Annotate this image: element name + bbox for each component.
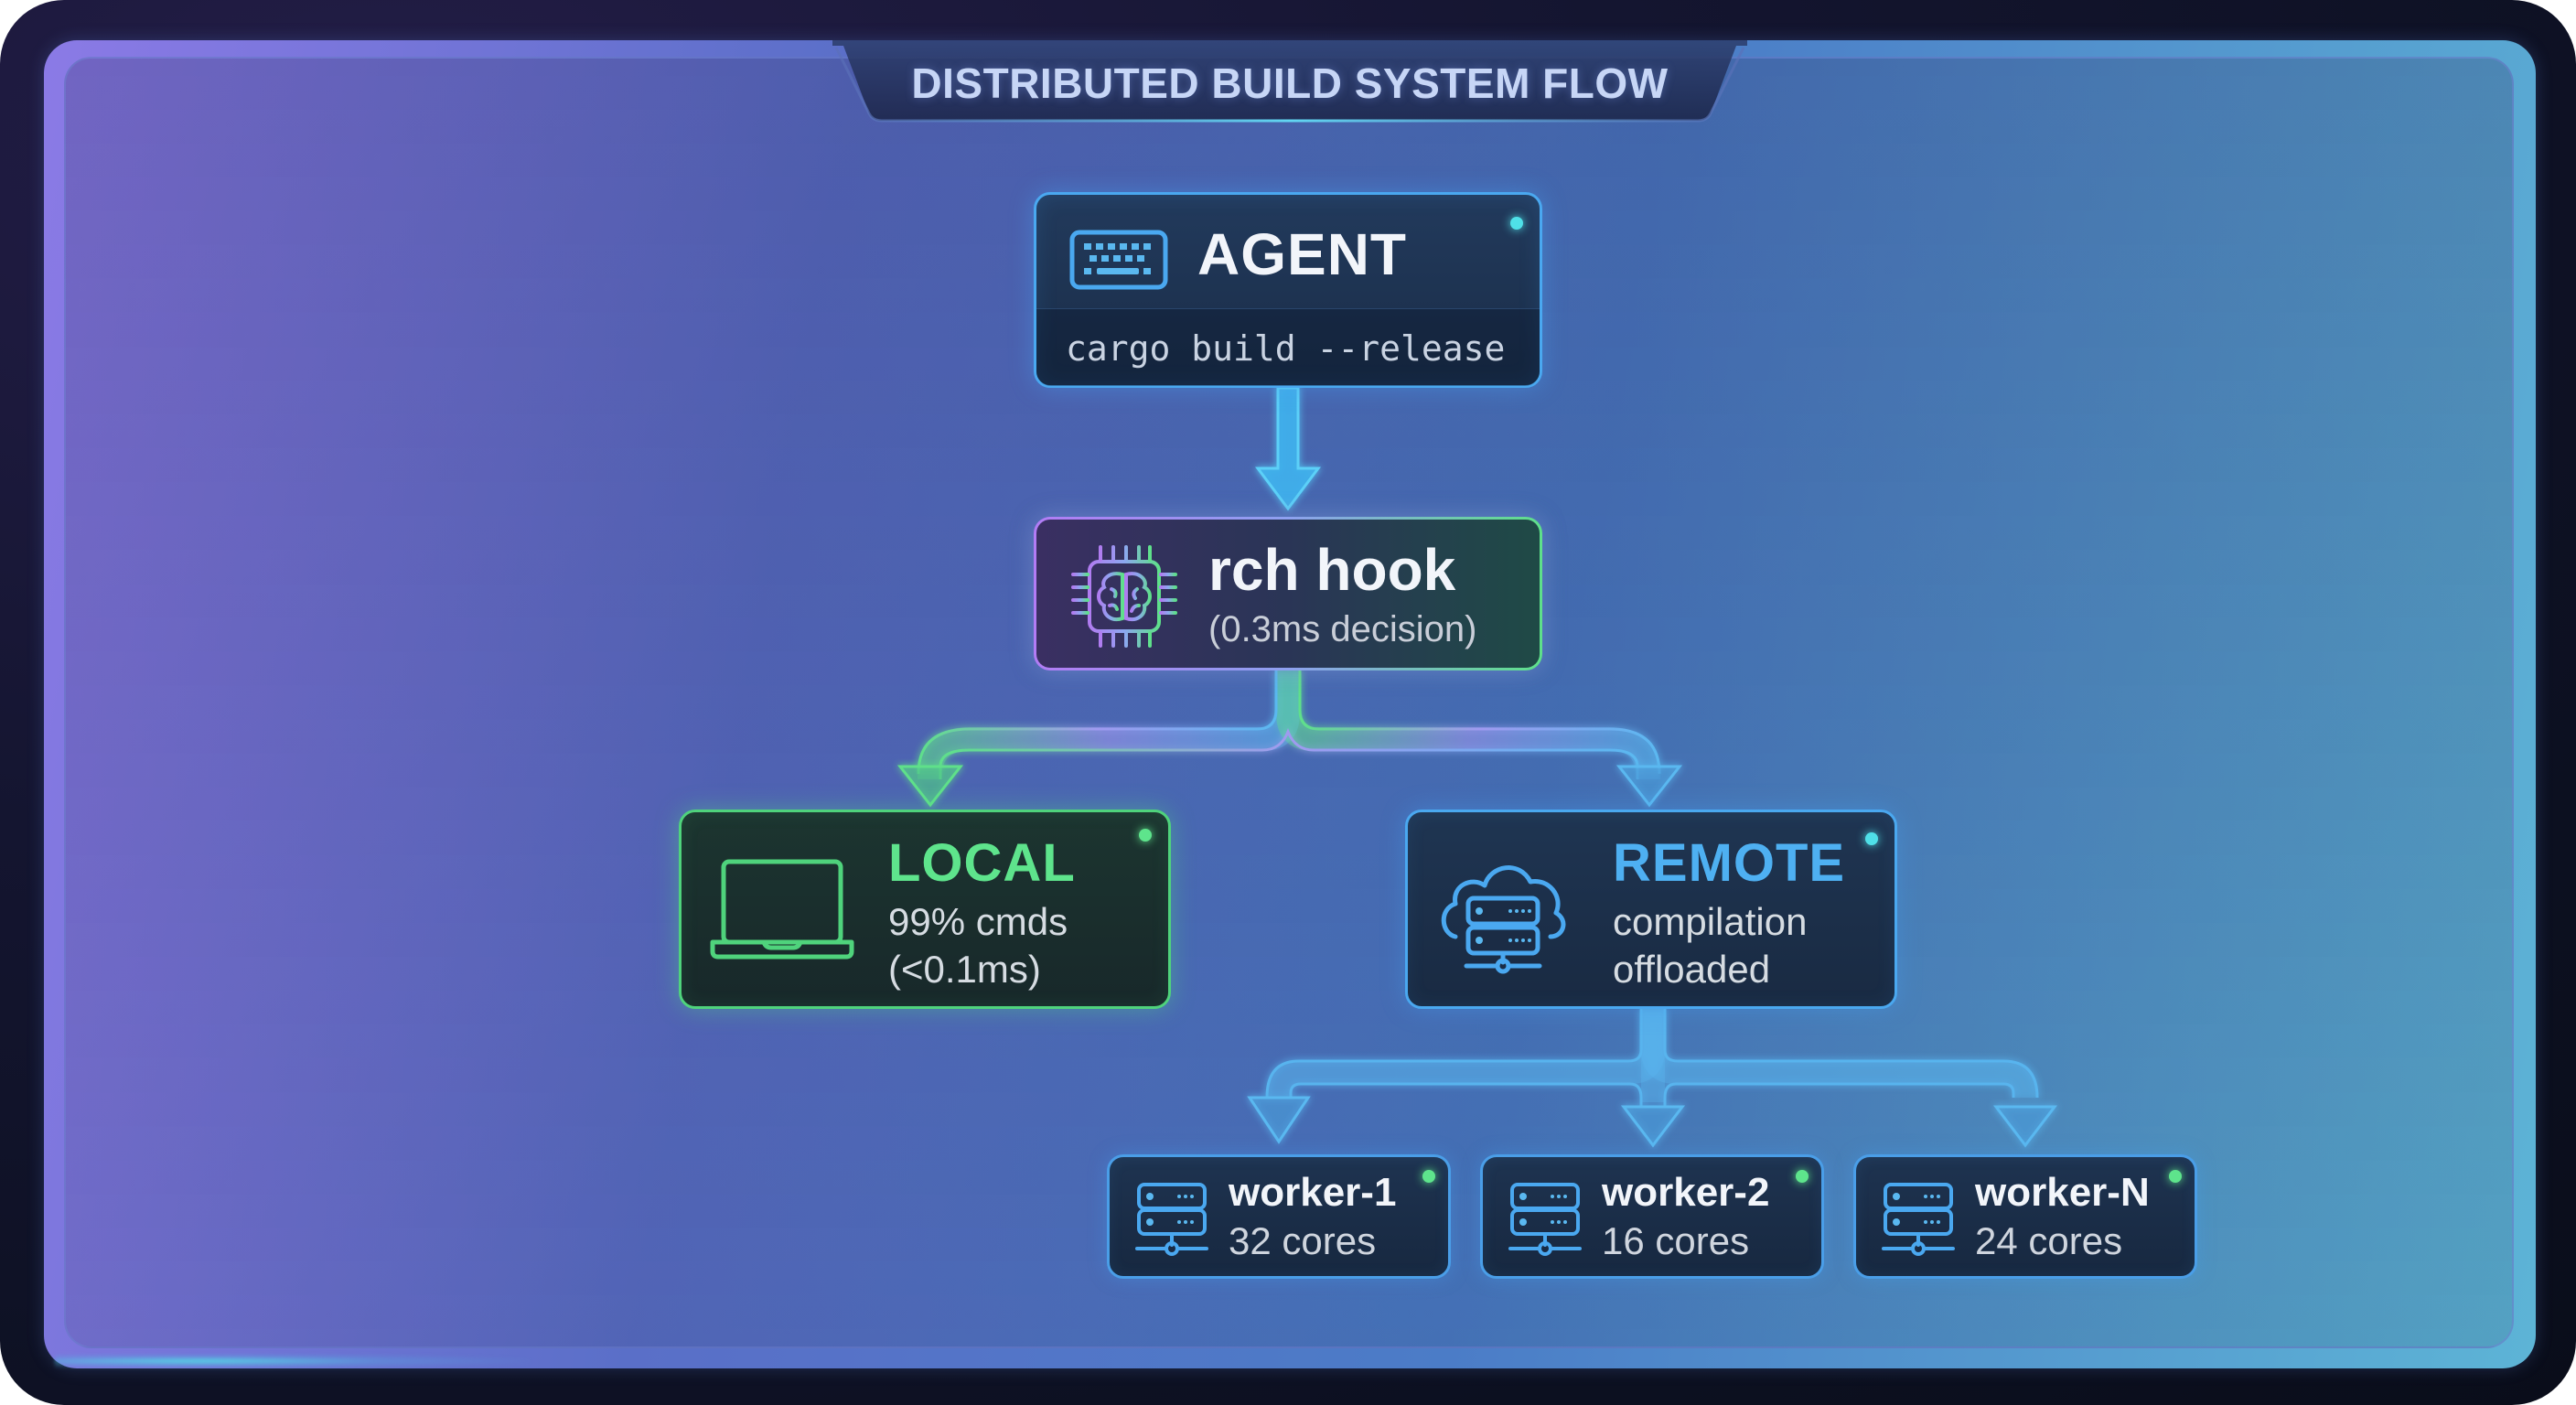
agent-title: AGENT <box>1197 221 1407 287</box>
server-icon <box>1508 1183 1582 1256</box>
worker-node-1[interactable]: worker-1 32 cores <box>1107 1154 1451 1279</box>
remote-title: REMOTE <box>1613 833 1846 893</box>
cloud-server-icon <box>1441 865 1566 974</box>
title-tab: DISTRIBUTED BUILD SYSTEM FLOW <box>832 40 1747 124</box>
worker-cores: 32 cores <box>1229 1219 1377 1262</box>
local-node[interactable]: LOCAL 99% cmds (<0.1ms) <box>679 810 1171 1009</box>
status-indicator <box>1422 1170 1435 1183</box>
status-indicator <box>1510 217 1523 230</box>
remote-node[interactable]: REMOTE compilation offloaded <box>1405 810 1897 1009</box>
keyboard-icon <box>1069 230 1168 290</box>
status-indicator <box>1139 829 1152 842</box>
remote-desc-line1: compilation <box>1613 900 1808 943</box>
agent-command-panel <box>1036 308 1540 386</box>
rch-hook-node[interactable]: rch hook (0.3ms decision) <box>1034 517 1542 670</box>
worker-node-n[interactable]: worker-N 24 cores <box>1853 1154 2197 1279</box>
agent-node[interactable]: AGENT cargo build --release <box>1034 192 1542 388</box>
local-share: 99% cmds <box>888 900 1068 943</box>
frame-glow <box>55 1354 531 1368</box>
agent-command: cargo build --release <box>1066 328 1506 369</box>
local-latency: (<0.1ms) <box>888 948 1041 991</box>
hook-decision-time: (0.3ms decision) <box>1208 609 1477 649</box>
worker-node-2[interactable]: worker-2 16 cores <box>1480 1154 1824 1279</box>
diagram-title: DISTRIBUTED BUILD SYSTEM FLOW <box>911 59 1669 107</box>
worker-name: worker-N <box>1975 1170 2150 1215</box>
worker-cores: 16 cores <box>1602 1219 1750 1262</box>
status-indicator <box>2169 1170 2182 1183</box>
brain-chip-icon <box>1071 545 1177 648</box>
server-icon <box>1135 1183 1208 1256</box>
status-indicator <box>1796 1170 1809 1183</box>
worker-name: worker-1 <box>1229 1170 1397 1215</box>
worker-name: worker-2 <box>1602 1170 1770 1215</box>
worker-cores: 24 cores <box>1975 1219 2123 1262</box>
server-icon <box>1882 1183 1955 1256</box>
title-tab-shape <box>832 40 1747 123</box>
status-indicator <box>1865 832 1878 845</box>
local-title: LOCAL <box>888 833 1076 893</box>
remote-desc-line2: offloaded <box>1613 948 1771 991</box>
laptop-icon <box>710 859 854 960</box>
hook-title: rch hook <box>1208 537 1456 603</box>
